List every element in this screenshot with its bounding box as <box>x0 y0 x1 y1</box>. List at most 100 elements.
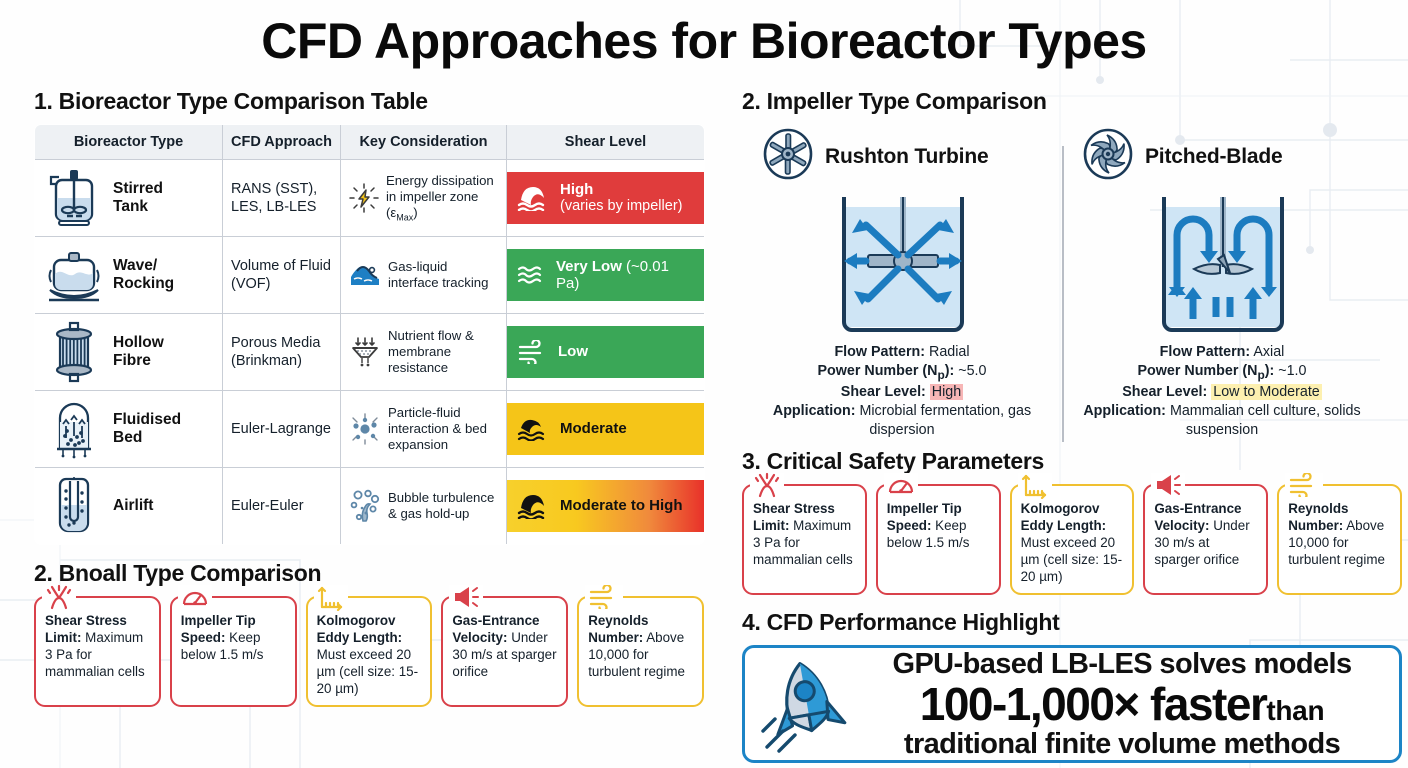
bottom-parameter-cards: Shear Stress Limit: Maximum 3 Pa for mam… <box>34 584 704 708</box>
left-column: 1. Bioreactor Type Comparison Table Bior… <box>0 88 728 768</box>
column-header-bioreactor-type: Bioreactor Type <box>35 125 223 160</box>
ruler-icon <box>1017 473 1052 500</box>
bioreactor-type-label: Airlift <box>113 496 154 514</box>
card-title: Impeller Tip Speed: <box>886 501 962 533</box>
safety-parameter-card: Impeller Tip Speed: Keep below 1.5 m/s <box>875 473 1001 596</box>
cell-bioreactor-type: Airlift <box>35 467 223 544</box>
shear-level-value: High <box>929 384 964 401</box>
column-header-cfd-approach: CFD Approach <box>222 125 341 160</box>
shear-note: (varies by impeller) <box>560 198 683 215</box>
card-body: Under 30 m/s at sparger orifice <box>452 629 557 679</box>
highlight-metric: 100-1,000× faster <box>919 677 1268 730</box>
shear-stress-icon <box>42 584 76 610</box>
section-2-heading: 2. Impeller Type Comparison <box>742 88 1047 114</box>
card-title: Reynolds Number: <box>1288 501 1349 533</box>
cell-cfd-approach: Euler-Lagrange <box>222 390 341 468</box>
highlight-than: than <box>1266 694 1325 726</box>
flow-pattern-value: Radial <box>929 344 970 360</box>
bioreactor-type-label: Wave/Rocking <box>113 256 175 292</box>
card-body: Above 10,000 for turbulent regime <box>588 629 685 679</box>
shear-label: Moderate to High <box>560 497 683 515</box>
bioreactor-comparison-table: Bioreactor Type CFD Approach Key Conside… <box>34 124 705 545</box>
key-consideration-text: Bubble turbulence & gas hold-up <box>388 490 495 521</box>
ripples-icon <box>517 263 547 287</box>
card-title: Shear Stress Limit: <box>753 501 835 533</box>
column-header-shear-level: Shear Level <box>506 125 704 160</box>
card-title: Gas-Entrance Velocity: <box>452 613 540 645</box>
shear-label: Very Low <box>556 257 622 275</box>
megaphone-icon <box>449 585 484 609</box>
card-title: Kolmogorov Eddy Length: <box>316 613 403 645</box>
section-3-heading: 3. Critical Safety Parameters <box>742 448 1044 475</box>
power-number-label: Power Number (Np): <box>1137 362 1275 382</box>
wave-bag-icon <box>45 243 103 307</box>
table-row: Airlift Euler-Euler Bubble turbulence & ga… <box>35 467 704 544</box>
card-body: Maximum 3 Pa for mammalian cells <box>753 517 853 567</box>
shear-level-label: Shear Level: <box>1122 384 1208 401</box>
safety-parameter-card: Shear Stress Limit: Maximum 3 Pa for mam… <box>742 472 867 596</box>
shear-label: Low <box>558 343 588 361</box>
cell-shear-level: Low <box>506 313 704 391</box>
impeller-name: Pitched-Blade <box>1145 144 1283 168</box>
airlift-icon <box>45 474 103 538</box>
cell-key-consideration: Gas-liquid interface tracking <box>340 236 507 314</box>
wave-big-icon <box>517 494 551 519</box>
bottom-parameter-card: Shear Stress Limit: Maximum 3 Pa for mam… <box>34 584 161 708</box>
fluidised-bed-icon <box>45 397 103 461</box>
power-number-label: Power Number (Np): <box>817 362 955 382</box>
impeller-name: Rushton Turbine <box>825 144 989 168</box>
performance-highlight-box: GPU-based LB-LES solves models 100-1,000… <box>742 645 1402 764</box>
shear-note: (~0.01 Pa) <box>556 257 669 292</box>
section-1-heading: 1. Bioreactor Type Comparison Table <box>34 88 428 114</box>
card-body: Under 30 m/s at sparger orifice <box>1154 517 1250 567</box>
card-title: Gas-Entrance Velocity: <box>1154 501 1242 533</box>
wave-moderate-icon <box>517 417 551 441</box>
right-column: 2. Impeller Type Comparison Rushton Turb… <box>728 88 1408 768</box>
card-body: Keep below 1.5 m/s <box>886 517 970 550</box>
safety-parameter-card: Reynolds Number: Above 10,000 for turbul… <box>1277 473 1402 596</box>
cell-key-consideration: Particle-fluid interaction & bed expansi… <box>340 390 507 468</box>
bottom-left-heading: 2. Bnoall Type Comparison <box>34 560 322 586</box>
wind-icon <box>585 585 624 609</box>
flow-pattern-label: Flow Pattern: <box>1159 344 1251 360</box>
column-header-key-consideration: Key Consideration <box>340 125 507 160</box>
wave-high-icon <box>517 186 551 211</box>
safety-parameter-card: Gas-Entrance Velocity: Under 30 m/s at s… <box>1143 473 1269 596</box>
axial-flow-vessel-icon <box>1062 189 1382 339</box>
wind-icon <box>517 340 549 364</box>
bottom-parameter-card: Impeller Tip Speed: Keep below 1.5 m/s <box>169 585 297 708</box>
cell-bioreactor-type: Wave/Rocking <box>35 236 223 314</box>
cell-shear-level: High(varies by impeller) <box>506 159 704 237</box>
speedometer-icon <box>883 473 918 498</box>
key-consideration-text: Gas-liquid interface tracking <box>388 259 489 290</box>
card-body: Must exceed 20 µm (cell size: 15-20 µm) <box>1020 534 1123 584</box>
flow-pattern-label: Flow Pattern: <box>834 344 926 360</box>
ruler-icon <box>313 585 348 611</box>
cell-cfd-approach: Euler-Euler <box>222 467 341 544</box>
key-consideration-text: Particle-fluid interaction & bed expansi… <box>388 405 487 452</box>
highlight-line-3: traditional finite volume methods <box>903 728 1341 761</box>
application-label: Application: <box>1083 403 1166 420</box>
flow-pattern-value: Axial <box>1253 344 1285 360</box>
megaphone-icon <box>1151 473 1186 498</box>
key-consideration-text: Energy dissipation in impeller zone (εMa… <box>386 172 494 223</box>
safety-parameter-card: Kolmogorov Eddy Length: Must exceed 20 µ… <box>1009 473 1135 596</box>
energy-spark-icon <box>349 183 379 213</box>
application-value: Microbial fermentation, gas dispersion <box>859 403 1032 439</box>
gas-liquid-wave-icon <box>349 260 381 290</box>
cell-cfd-approach: Porous Media (Brinkman) <box>222 313 341 391</box>
application-label: Application: <box>772 403 856 420</box>
card-title: Reynolds Number: <box>588 613 649 645</box>
wind-icon <box>1285 473 1324 498</box>
